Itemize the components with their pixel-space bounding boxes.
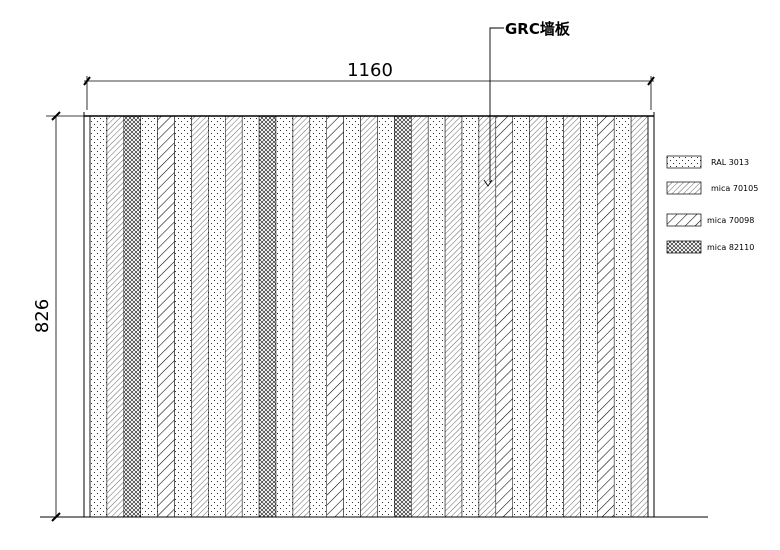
legend-item-mica-70098: mica 70098 <box>666 213 754 227</box>
legend-label: mica 70098 <box>707 216 754 225</box>
legend-swatch-crosshatch <box>666 240 702 254</box>
stripe-hatch-wide <box>157 115 175 518</box>
stripe-dots <box>275 115 294 518</box>
stripe-crosshatch <box>258 115 277 518</box>
stripe-dots <box>309 115 327 518</box>
panel-stripes <box>89 115 649 518</box>
stripe-dots <box>461 115 480 518</box>
stripe-hatch-fine <box>360 115 378 518</box>
legend-swatch-dots <box>666 155 702 169</box>
stripe-dots <box>546 115 564 518</box>
stripe-hatch-fine <box>444 115 463 518</box>
stripe-hatch-fine <box>563 115 581 518</box>
legend-item-mica-70105: mica 70105 <box>666 181 758 195</box>
height-dimension-label: 826 <box>32 299 53 333</box>
height-dimension <box>46 111 84 522</box>
stripe-crosshatch <box>123 115 141 518</box>
stripe-dots <box>343 115 361 518</box>
stripe-hatch-fine <box>411 115 429 518</box>
stripe-dots <box>613 115 632 518</box>
stripe-hatch-wide <box>495 115 513 518</box>
legend-label: RAL 3013 <box>711 158 749 167</box>
legend-swatch-hatch-fine <box>666 181 702 195</box>
stripe-hatch-fine <box>225 115 243 518</box>
width-dimension-label: 1160 <box>347 60 393 81</box>
stripe-dots <box>377 115 395 518</box>
stripe-dots <box>140 115 158 518</box>
legend: RAL 3013 mica 70105 mica 70098 mica 8211… <box>666 155 758 254</box>
legend-label: mica 70105 <box>711 184 758 193</box>
stripe-hatch-fine <box>292 115 311 518</box>
legend-swatch-hatch-wide <box>666 213 702 227</box>
stripe-hatch-fine <box>630 115 649 518</box>
panel-outline <box>40 112 708 518</box>
legend-item-mica-82110: mica 82110 <box>666 240 754 254</box>
stripe-hatch-fine <box>529 115 547 518</box>
stripe-dots <box>580 115 598 518</box>
stripe-hatch-fine <box>106 115 125 518</box>
stripe-crosshatch <box>394 115 412 518</box>
stripe-hatch-wide <box>597 115 615 518</box>
callout-label: GRC墙板 <box>505 20 571 38</box>
stripe-dots <box>241 115 260 518</box>
stripe-dots <box>89 115 108 518</box>
width-dimension <box>83 76 655 110</box>
stripe-dots <box>174 115 192 518</box>
stripe-hatch-wide <box>326 115 344 518</box>
stripe-hatch-fine <box>191 115 209 518</box>
stripe-dots <box>512 115 530 518</box>
stripe-dots <box>427 115 446 518</box>
stripe-dots <box>208 115 226 518</box>
stripe-hatch-fine <box>478 115 497 518</box>
legend-item-ral-3013: RAL 3013 <box>666 155 749 169</box>
legend-label: mica 82110 <box>707 243 754 252</box>
callout-leader <box>483 27 504 187</box>
